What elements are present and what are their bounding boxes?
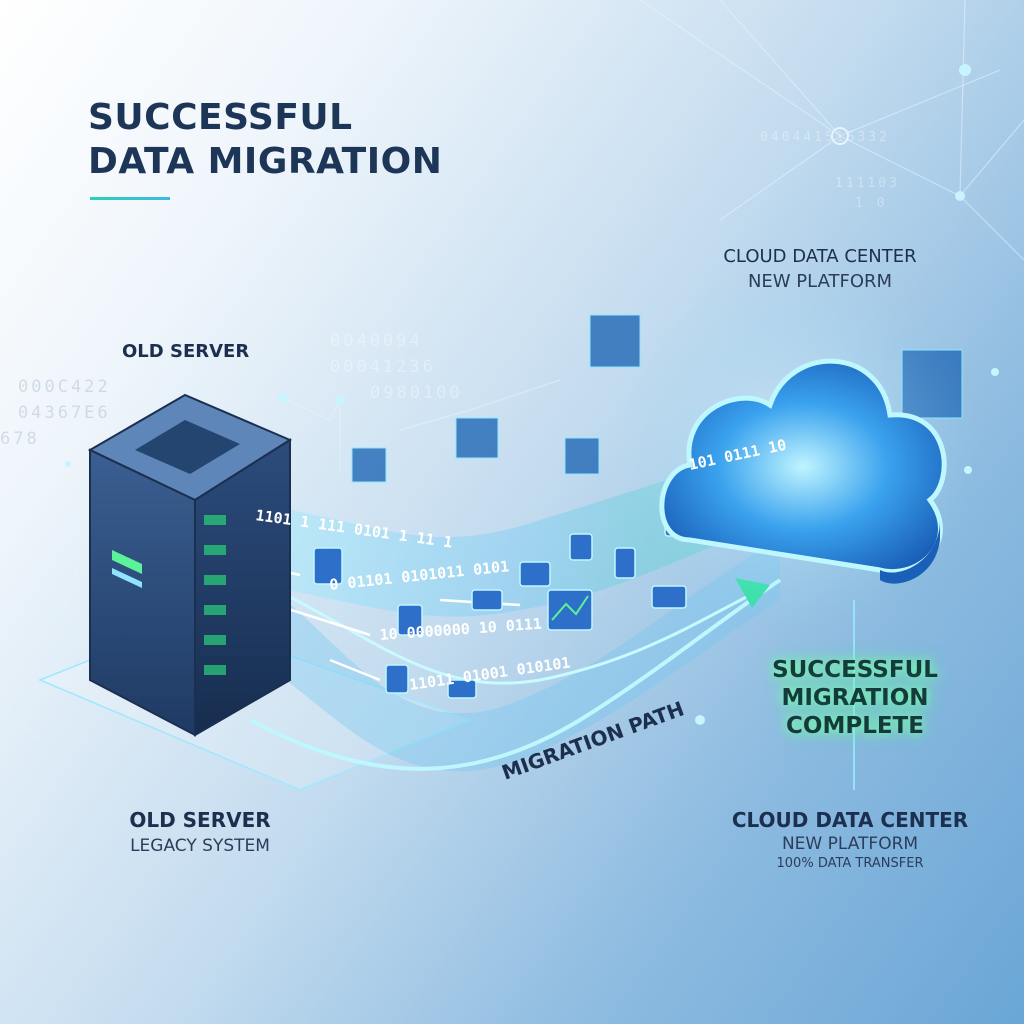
title-line-2: DATA MIGRATION: [88, 141, 443, 182]
bg-code: 0980100: [370, 383, 463, 403]
bg-code: 111103: [835, 176, 900, 191]
bits-4: 11011 01001 010101: [408, 654, 571, 694]
cloud-bottom-label: CLOUD DATA CENTER NEW PLATFORM 100% DATA…: [700, 808, 1000, 871]
status-line: SUCCESSFUL: [772, 657, 938, 683]
old-server-subtitle: LEGACY SYSTEM: [130, 836, 270, 856]
cloud-title: CLOUD DATA CENTER: [723, 246, 917, 267]
old-server-illustration: [87, 393, 293, 737]
file-icons: [313, 507, 688, 699]
status-line: MIGRATION: [781, 685, 929, 711]
bg-code: 678: [0, 429, 40, 449]
cloud-subtitle: NEW PLATFORM: [747, 271, 893, 292]
cloud-bottom-subtitle: NEW PLATFORM: [781, 834, 919, 854]
status-line: COMPLETE: [786, 713, 924, 739]
cloud-illustration: [620, 270, 980, 630]
cloud-top-label: CLOUD DATA CENTER NEW PLATFORM: [690, 246, 950, 292]
bg-code: 00041236: [330, 357, 436, 377]
bg-code: 000C422: [18, 377, 111, 397]
title-underline: [90, 197, 170, 200]
network-lines: [0, 0, 1024, 741]
title-line-1: SUCCESSFUL: [88, 97, 353, 138]
bg-codes-center: 0040094 00041236 0980100: [330, 328, 463, 406]
page-title: SUCCESSFUL DATA MIGRATION: [88, 96, 442, 184]
transfer-note: 100% DATA TRANSFER: [776, 856, 924, 871]
bg-code: 04367E6: [18, 403, 111, 423]
bg-code: 0040094: [330, 331, 423, 351]
bg-code: 040441515332: [760, 130, 890, 145]
bg-codes-left: 000C422 04367E6 678: [0, 374, 111, 452]
migration-status: SUCCESSFUL MIGRATION COMPLETE: [740, 656, 970, 740]
old-server-title: OLD SERVER: [129, 808, 271, 832]
bg-code: 1 0: [855, 196, 888, 211]
cloud-bottom-title: CLOUD DATA CENTER: [731, 808, 969, 832]
old-server-top-label: OLD SERVER: [122, 341, 250, 362]
old-server-bottom-label: OLD SERVER LEGACY SYSTEM: [100, 808, 300, 856]
